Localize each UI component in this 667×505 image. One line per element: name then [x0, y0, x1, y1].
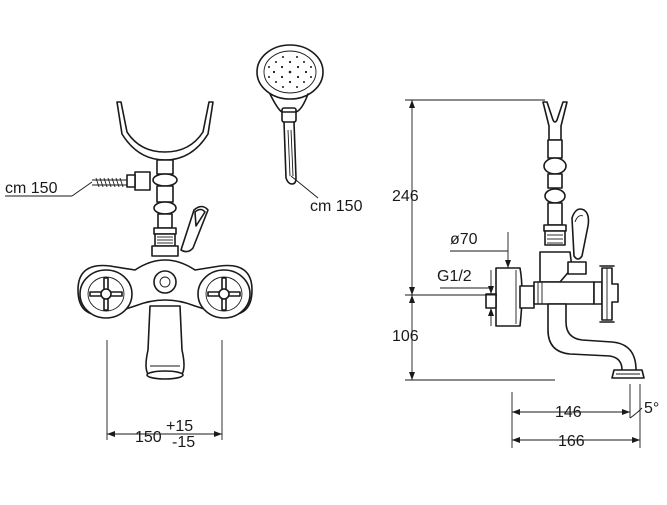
tolerance-minus: -15 [172, 434, 195, 451]
diameter-dimension: ø70 [450, 231, 478, 248]
width-dimension: 150 [135, 429, 162, 446]
nozzle-dots [268, 56, 312, 88]
hose-length-label-left: cm 150 [5, 180, 58, 197]
spout-reach-outer: 166 [558, 433, 585, 450]
tolerance-plus: +15 [166, 418, 193, 435]
spout-reach-inner: 146 [555, 404, 582, 421]
hose-coil-left [92, 177, 127, 188]
spout-angle: 5° [644, 400, 659, 417]
front-view: cm 150 150 +15 -15 [5, 101, 253, 451]
hand-shower-view: cm 150 [256, 44, 363, 215]
left-cross-handle [79, 269, 133, 319]
thread-dimension: G1/2 [437, 268, 472, 285]
height-lower-dimension: 106 [392, 328, 419, 345]
hose-length-label-right: cm 150 [310, 198, 363, 215]
right-cross-handle [197, 269, 251, 319]
side-cross-handle [593, 265, 619, 323]
side-view: 246 106 ø70 G1/2 146 166 5° [392, 99, 659, 450]
height-total-dimension: 246 [392, 188, 419, 205]
